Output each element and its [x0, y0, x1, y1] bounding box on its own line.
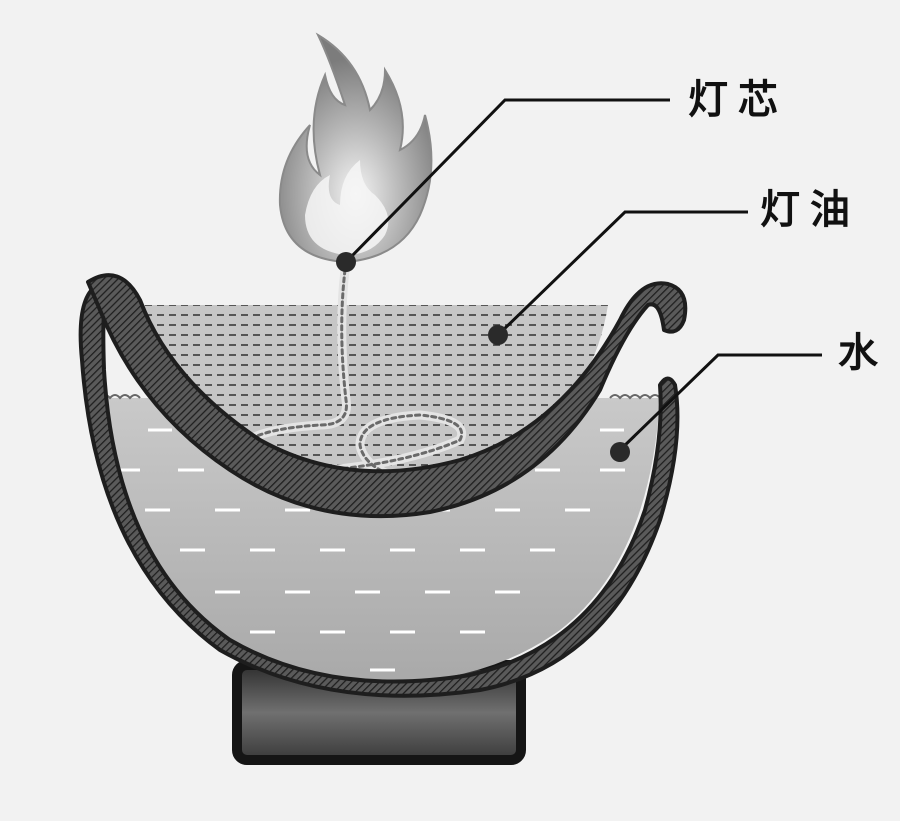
- oil-pointer-dot: [488, 325, 508, 345]
- label-wick: 灯芯: [688, 77, 788, 123]
- inner-bowl: [86, 273, 688, 519]
- leader-lines: [344, 98, 822, 452]
- flame-core: [305, 160, 389, 255]
- wick-pointer-dot: [336, 252, 356, 272]
- label-oil: 灯油: [760, 187, 860, 233]
- water-pointer-dot: [610, 442, 630, 462]
- outer-bowl: [78, 284, 680, 698]
- label-water: 水: [838, 330, 888, 376]
